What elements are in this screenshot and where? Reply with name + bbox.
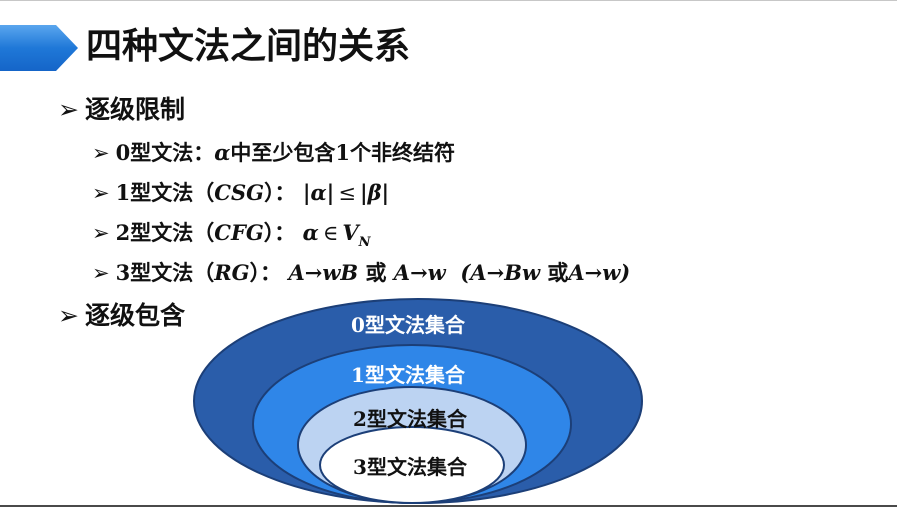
type3-abbr: RG — [214, 260, 250, 285]
type0-suffix: 中至少包含1个非终结符 — [230, 140, 456, 165]
set-label-type3: 3型文法集合 — [353, 455, 467, 479]
set-label-type2: 2型文法集合 — [353, 407, 467, 431]
type1-rel-right: |β| — [359, 180, 390, 205]
set-label-type1: 1型文法集合 — [351, 363, 465, 387]
page-title: 四种文法之间的关系 — [86, 26, 411, 67]
type1-rel-op: ≤ — [338, 181, 356, 205]
bullet-type2: ➢2型文法（CFG）： α∈VN — [92, 219, 371, 257]
type2-abbr: CFG — [214, 220, 264, 245]
type2-lhs: α — [302, 220, 319, 245]
type2-op: ∈ — [322, 221, 339, 245]
bullet-restriction-label: 逐级限制 — [84, 95, 185, 124]
type3-prefix: 3型文法（ — [115, 260, 215, 285]
arrow-bullet-icon: ➢ — [92, 181, 110, 205]
type3-or2: 或 — [547, 260, 569, 285]
type2-rhs-sub: N — [358, 235, 371, 250]
bullet-type1: ➢1型文法（CSG）： |α|≤|β| — [92, 179, 389, 207]
type1-prefix: 1型文法（ — [115, 180, 215, 205]
type3-right-linear: A→wB — [288, 260, 359, 285]
type3-or1: 或 — [365, 260, 387, 285]
type1-mid: ）： — [264, 180, 303, 205]
type3-alt1: A→w — [393, 260, 446, 285]
bullet-type0: ➢0型文法：α中至少包含1个非终结符 — [92, 139, 455, 167]
type0-alpha: α — [214, 140, 231, 165]
bullet-restriction: ➢逐级限制 — [58, 95, 185, 125]
type3-mid: ）： — [249, 260, 289, 285]
bullet-inclusion-label: 逐级包含 — [84, 301, 185, 330]
bullet-type3: ➢3型文法（RG）： A→wB 或 A→w (A→Bw 或A→w) — [92, 259, 630, 287]
arrow-bullet-icon: ➢ — [58, 95, 79, 124]
type1-rel-left: |α| — [302, 180, 335, 205]
type0-prefix: 0型文法： — [115, 140, 215, 165]
bullet-inclusion: ➢逐级包含 — [58, 301, 185, 331]
type3-alt2: A→w) — [568, 260, 631, 285]
arrow-bullet-icon: ➢ — [92, 141, 110, 165]
type2-mid: ）： — [263, 220, 303, 245]
type1-abbr: CSG — [214, 180, 265, 205]
type3-left-form: (A→Bw — [460, 260, 541, 285]
title-bar: 四种文法之间的关系 — [0, 19, 600, 77]
title-arrow-icon — [0, 25, 78, 71]
arrow-bullet-icon: ➢ — [92, 261, 110, 285]
type2-rhs: V — [342, 220, 359, 245]
type2-prefix: 2型文法（ — [115, 220, 215, 245]
arrow-bullet-icon: ➢ — [92, 221, 110, 245]
arrow-bullet-icon: ➢ — [58, 301, 79, 330]
ellipse-diagram-svg — [193, 298, 643, 504]
set-ellipse-type3 — [319, 426, 505, 504]
grammar-inclusion-diagram: 0型文法集合 1型文法集合 2型文法集合 3型文法集合 — [192, 297, 644, 505]
set-label-type0: 0型文法集合 — [351, 313, 465, 337]
